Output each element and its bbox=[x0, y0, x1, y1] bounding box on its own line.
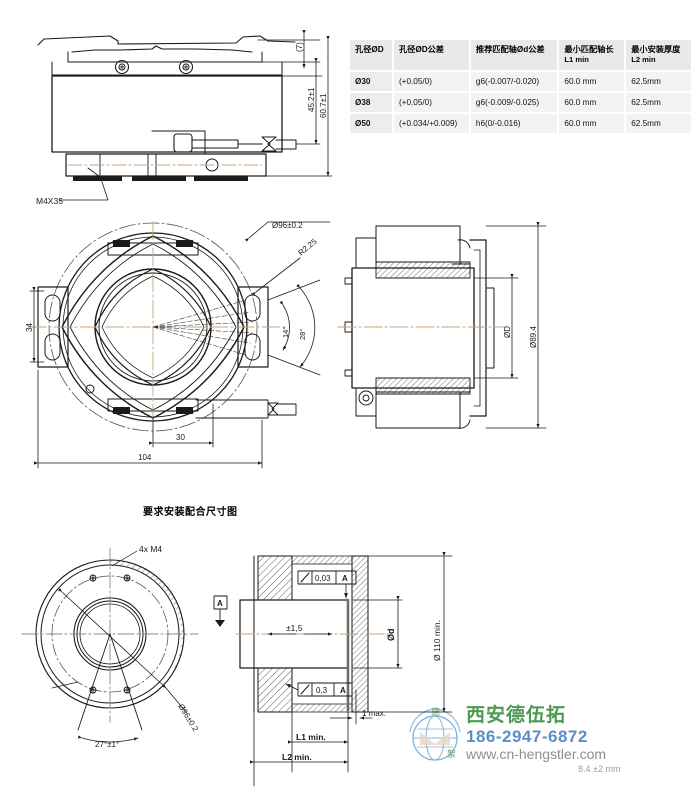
svg-text:絮: 絮 bbox=[447, 748, 456, 759]
column-header-min-mount-thickness: 最小安装厚度 L2 min bbox=[626, 40, 691, 70]
header-subtext: L1 min bbox=[564, 55, 589, 65]
cell-l2: 62.5mm bbox=[626, 71, 691, 91]
cell-l1: 60.0 mm bbox=[559, 113, 625, 133]
company-globe-logo: 德 絮 bbox=[409, 706, 461, 761]
cell-bore: Ø30 bbox=[350, 71, 392, 91]
angle-large: 28° bbox=[298, 329, 307, 340]
dim-slot-span: 34 bbox=[25, 323, 34, 332]
table-row: Ø50 (+0.034/+0.009) h6(0/-0.016) 60.0 mm… bbox=[350, 113, 691, 133]
column-header-min-shaft-length: 最小匹配轴长 L1 min bbox=[559, 40, 625, 70]
side-section-view bbox=[337, 225, 507, 429]
cell-shaft-tolerance: g6(-0.009/-0.025) bbox=[470, 92, 558, 112]
table-row: Ø38 (+0.05/0) g6(-0.009/-0.025) 60.0 mm … bbox=[350, 92, 691, 112]
cell-bore: Ø50 bbox=[350, 113, 392, 133]
dim-bore-diameter: ØD bbox=[503, 326, 512, 338]
mounting-section-title: 要求安装配合尺寸图 bbox=[143, 507, 238, 518]
dim-flange-bolt-circle: Ø96±0.2 bbox=[176, 702, 200, 733]
cell-l1: 60.0 mm bbox=[559, 71, 625, 91]
gdt-bottom-datum: A bbox=[340, 686, 346, 695]
cell-bore-tolerance: (+0.034/+0.009) bbox=[393, 113, 469, 133]
top-view-dimensions bbox=[257, 30, 333, 177]
header-text: 孔径ØD公差 bbox=[398, 45, 444, 54]
dim-overall-width: 104 bbox=[138, 453, 152, 462]
angle-small: 14° bbox=[281, 327, 290, 338]
front-view-dimensions bbox=[29, 221, 331, 469]
column-header-bore: 孔径ØD bbox=[350, 40, 392, 70]
datum-label-a: A bbox=[217, 599, 223, 608]
company-phone: 186-2947-6872 bbox=[466, 726, 588, 746]
dim-housing-diameter: Ø 110 min. bbox=[432, 620, 442, 661]
dim-shaft-diameter: Ød bbox=[386, 629, 396, 642]
company-name: 西安德伍拓 bbox=[466, 705, 567, 726]
bore-tolerance-table: 孔径ØD 孔径ØD公差 推荐匹配轴Ød公差 最小匹配轴长 L1 min 最小安装… bbox=[348, 38, 693, 135]
dim-l2-min: L2 min. bbox=[282, 752, 312, 762]
dim-angle-note: 27°±1° bbox=[95, 740, 119, 749]
cell-shaft-tolerance: g6(-0.007/-0.020) bbox=[470, 71, 558, 91]
table-row: Ø30 (+0.05/0) g6(-0.007/-0.020) 60.0 mm … bbox=[350, 71, 691, 91]
header-text: 推荐匹配轴Ød公差 bbox=[475, 45, 545, 54]
column-header-bore-tolerance: 孔径ØD公差 bbox=[393, 40, 469, 70]
table-body: Ø30 (+0.05/0) g6(-0.007/-0.020) 60.0 mm … bbox=[350, 71, 691, 133]
cell-l2: 62.5mm bbox=[626, 92, 691, 112]
gdt-bottom-value: 0,3 bbox=[316, 686, 328, 695]
cell-l2: 62.5mm bbox=[626, 113, 691, 133]
dim-outer-diameter: Ø89.4 bbox=[529, 326, 538, 348]
dim-max-gap: 1 max. bbox=[362, 709, 386, 718]
dim-bracket-height: (7) bbox=[295, 42, 304, 52]
column-header-shaft-tolerance: 推荐匹配轴Ød公差 bbox=[470, 40, 558, 70]
contact-block: 西安德伍拓 186-2947-6872 www.cn-hengstler.com bbox=[466, 706, 606, 761]
dim-bolt-circle-front: Ø96±0.2 bbox=[272, 221, 303, 230]
gdt-top-value: 0,03 bbox=[315, 574, 331, 583]
overlay-dimension-text: 8.4 ±2 mm bbox=[578, 764, 621, 774]
table-header-row: 孔径ØD 孔径ØD公差 推荐匹配轴Ød公差 最小匹配轴长 L1 min 最小安装… bbox=[350, 40, 691, 70]
header-text: 最小匹配轴长 bbox=[564, 45, 614, 54]
cell-bore-tolerance: (+0.05/0) bbox=[393, 92, 469, 112]
mounting-flange-front-view bbox=[21, 547, 199, 743]
table-header: 孔径ØD 孔径ØD公差 推荐匹配轴Ød公差 最小匹配轴长 L1 min 最小安装… bbox=[350, 40, 691, 70]
specification-table-container: 孔径ØD 孔径ØD公差 推荐匹配轴Ød公差 最小匹配轴长 L1 min 最小安装… bbox=[348, 38, 693, 135]
cell-bore-tolerance: (+0.05/0) bbox=[393, 71, 469, 91]
cell-bore: Ø38 bbox=[350, 92, 392, 112]
cell-l1: 60.0 mm bbox=[559, 92, 625, 112]
gdt-top-datum: A bbox=[342, 574, 348, 583]
top-view-assembly bbox=[37, 35, 297, 201]
cell-shaft-tolerance: h6(0/-0.016) bbox=[470, 113, 558, 133]
dim-axial-tolerance: ±1,5 bbox=[286, 623, 303, 633]
header-subtext: L2 min bbox=[631, 55, 656, 65]
svg-text:德: 德 bbox=[431, 706, 440, 717]
header-text: 孔径ØD bbox=[355, 45, 384, 54]
company-website: www.cn-hengstler.com bbox=[466, 745, 607, 762]
header-text: 最小安装厚度 bbox=[631, 45, 681, 54]
dim-l1-min: L1 min. bbox=[296, 732, 326, 742]
label-screw-spec: M4X35 bbox=[36, 196, 63, 206]
dim-corner-radius: R2.25 bbox=[297, 237, 320, 258]
dim-body-height: 45.2±1 bbox=[307, 87, 316, 112]
side-view-dimensions bbox=[473, 222, 547, 429]
dim-total-height: 60.7±1 bbox=[319, 93, 328, 118]
dim-offset: 30 bbox=[176, 433, 185, 442]
front-view-assembly bbox=[27, 221, 297, 436]
label-thread-count: 4x M4 bbox=[139, 544, 162, 554]
